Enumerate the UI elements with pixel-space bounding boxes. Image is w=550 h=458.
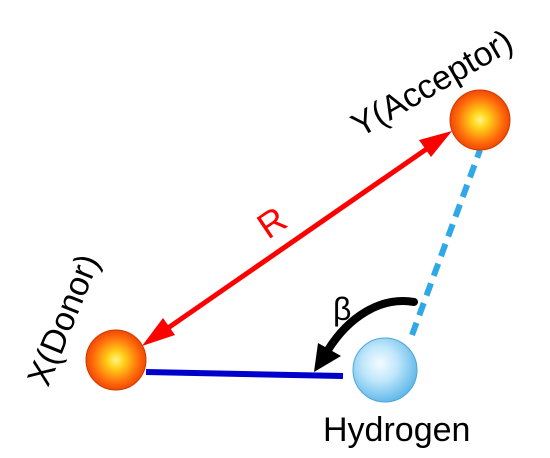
hydrogen-atom <box>352 337 418 403</box>
hydrogen-label: Hydrogen <box>323 411 470 449</box>
distance-arrow <box>142 131 452 346</box>
hydrogen-bond-dashed-line <box>409 148 483 337</box>
angle-label: β <box>333 291 351 327</box>
donor-atom <box>85 329 147 391</box>
covalent-bond-line <box>145 369 344 379</box>
acceptor-atom <box>449 89 511 151</box>
distance-label: R <box>250 198 294 247</box>
distance-arrow-head-donor <box>142 318 175 346</box>
angle-arrow-head <box>314 343 341 372</box>
distance-arrow-head-acceptor <box>419 131 452 157</box>
angle-arrow <box>314 297 418 372</box>
